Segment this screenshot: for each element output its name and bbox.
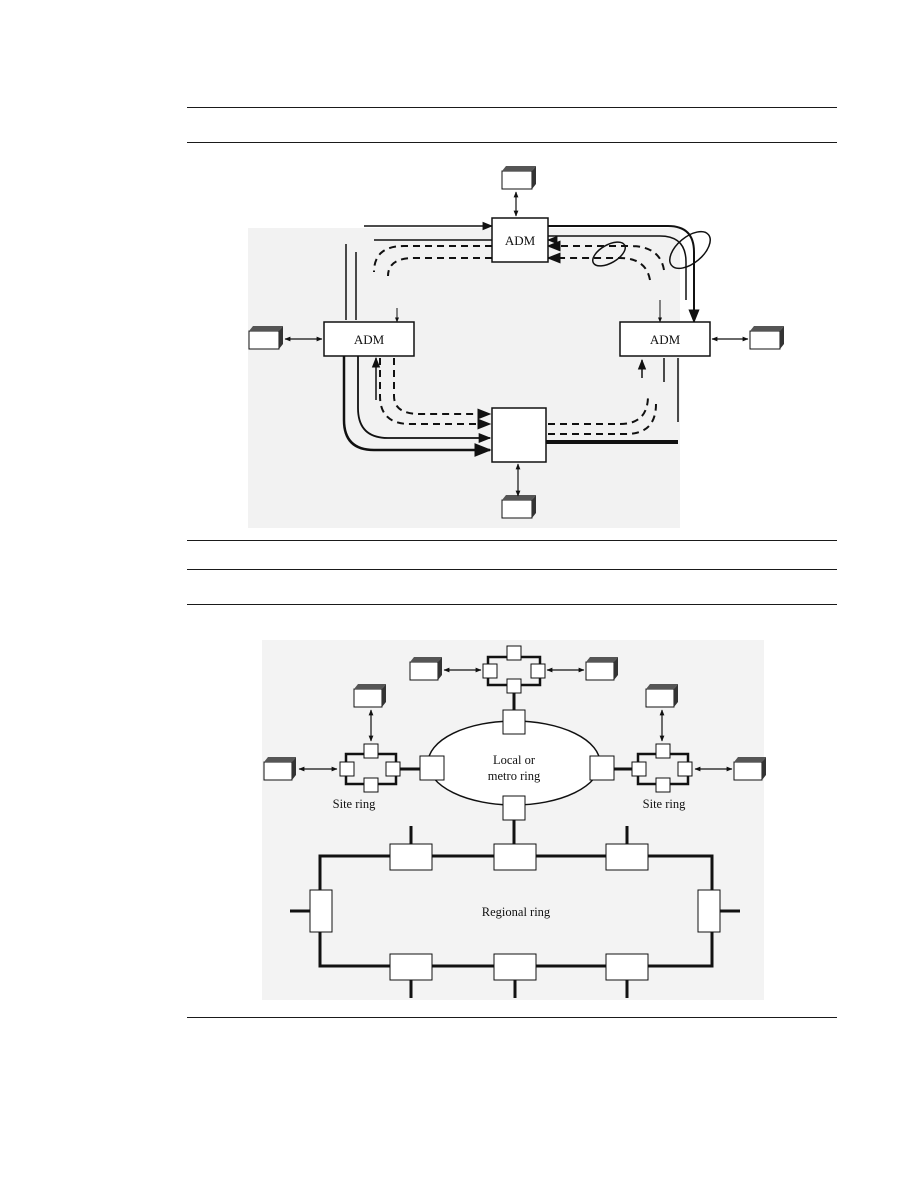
- fiber-pair-ellipse-small: [592, 241, 626, 267]
- dashed-left-bottom-outer: [379, 358, 492, 430]
- regional-node-right: [697, 889, 721, 933]
- adm-left: [323, 321, 415, 357]
- dashed-bottom-right-inner: [548, 403, 657, 435]
- rule-5: [187, 604, 837, 605]
- dashed-top-right-inner: [546, 252, 651, 281]
- solid-path-left-bottom-outer: [342, 356, 492, 457]
- metro-node-right: [589, 755, 615, 781]
- terminal-top-right: [585, 657, 618, 681]
- rule-1: [187, 107, 837, 108]
- metro-node-top: [502, 709, 526, 735]
- regional-ring-label: Regional ring: [482, 905, 551, 919]
- fiber-pair-ellipse-large: [669, 230, 711, 270]
- regional-node-top-2: [493, 843, 537, 871]
- regional-node-top-1: [389, 843, 433, 871]
- adm-right-label: ADM: [650, 332, 681, 347]
- dashed-top-right-outer: [546, 240, 665, 271]
- solid-path-top-right: [548, 225, 700, 324]
- rule-6: [187, 1017, 837, 1018]
- terminal-top: [501, 166, 536, 190]
- regional-node-top-3: [605, 843, 649, 871]
- adm-ring-diagram: ADM ADM ADM: [248, 166, 784, 528]
- site-ring-left: [339, 743, 401, 793]
- diagram-background: [248, 228, 680, 528]
- metro-node-left: [419, 755, 445, 781]
- terminal-right-side: [733, 757, 766, 781]
- terminal-left-top: [353, 684, 386, 708]
- dashed-top-left-inner: [387, 257, 492, 277]
- metro-node-bottom: [502, 795, 526, 821]
- adm-left-label: ADM: [354, 332, 385, 347]
- regional-node-bottom-2: [493, 953, 537, 981]
- site-ring-right: [631, 743, 693, 793]
- regional-node-left: [309, 889, 333, 933]
- terminal-left-side: [263, 757, 296, 781]
- left-site-ring-label: Site ring: [333, 797, 376, 811]
- metro-ring-label-1: Local or: [493, 753, 536, 767]
- regional-node-bottom-3: [605, 953, 649, 981]
- ring-hierarchy-diagram: Local or metro ring Site ring: [262, 640, 766, 1000]
- terminal-right: [749, 326, 784, 350]
- rule-2: [187, 142, 837, 143]
- rule-4: [187, 569, 837, 570]
- solid-path-left-bottom-inner: [357, 356, 492, 444]
- dashed-top-left-outer: [373, 245, 492, 273]
- regional-node-bottom-1: [389, 953, 433, 981]
- terminal-right-top: [645, 684, 678, 708]
- adm-top-label: ADM: [505, 233, 536, 248]
- adm-right: [619, 321, 711, 357]
- node-bottom: [491, 407, 547, 463]
- terminal-left: [248, 326, 283, 350]
- dashed-bottom-right-outer: [548, 395, 649, 425]
- metro-ring-label-2: metro ring: [488, 769, 541, 783]
- adm-top: [491, 217, 549, 263]
- terminal-bottom: [501, 495, 536, 519]
- right-site-ring-label: Site ring: [643, 797, 686, 811]
- terminal-top-left: [409, 657, 442, 681]
- dashed-left-bottom-inner: [393, 358, 492, 420]
- rule-3: [187, 540, 837, 541]
